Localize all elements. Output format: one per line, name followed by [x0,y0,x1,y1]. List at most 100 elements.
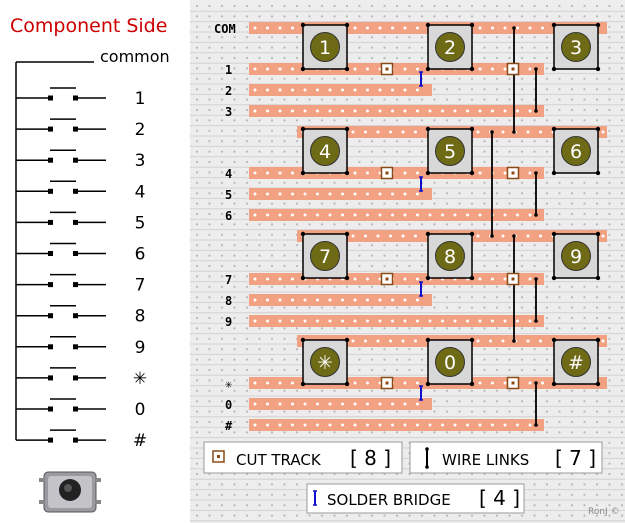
credit-text: RonJ © [588,507,620,517]
wire-link [512,26,516,134]
schematic-title: Component Side [10,15,167,37]
copper-strip [249,105,544,117]
key-label: 1 [319,37,331,59]
switch-label: 1 [135,89,146,109]
schematic-switch [16,180,106,194]
key-switch: 0 [425,337,475,387]
switch-label: 5 [135,213,146,233]
switch-label: 6 [135,245,146,265]
key-switch: 1 [300,22,350,72]
track-label: 2 [225,84,232,98]
wire-link [512,234,516,343]
component-side-schematic: Component Side common 1 2 3 4 5 6 7 8 9 ✳ 0 # [10,15,170,451]
cut-track-marker [380,272,394,286]
cut-track-marker [380,376,394,390]
schematic-switch [16,149,106,163]
cut-tracks [380,62,520,390]
schematic-switch [16,118,106,132]
key-label: ✳ [317,352,333,374]
key-label: 4 [319,141,331,163]
key-label: 5 [444,141,456,163]
switch-label: 8 [135,307,146,327]
schematic-switch [16,304,106,319]
key-label: 7 [319,246,331,268]
copper-strip [249,294,432,306]
copper-strip [249,188,432,200]
solder-bridge-icon [313,490,317,506]
cut-track-marker [506,272,520,286]
solder-bridge-label: SOLDER BRIDGE [327,491,451,509]
switch-label: 7 [135,276,146,296]
key-switch: 5 [425,126,475,176]
key-switch: 3 [551,22,601,72]
wire-link [490,130,494,238]
wire-link-icon [425,447,429,469]
copper-strip [249,209,544,221]
wire-link [534,67,538,113]
common-label: common [100,47,170,66]
schematic-switch [16,87,106,101]
legend-box-wire-links [409,441,603,474]
key-switch: 9 [551,231,601,281]
key-label: 2 [444,37,456,59]
key-label: 3 [570,37,582,59]
wire-link [534,381,538,427]
legend-box-cut-track [203,441,403,474]
solder-bridge [419,385,423,401]
schematic-switch [16,429,106,443]
schematic-switch [16,398,106,412]
key-label: 8 [444,246,456,268]
key-switch: 8 [425,231,475,281]
track-label: 7 [225,273,232,287]
track-label: # [225,419,233,433]
solder-bridges [419,71,423,401]
key-switch: ✳ [300,337,350,387]
schematic-switch [16,242,106,256]
track-label: 3 [225,105,232,119]
switch-label: # [133,431,147,451]
cut-track-marker [380,166,394,180]
cut-track-count: [ 8 ] [350,446,391,470]
solder-bridge [419,281,423,297]
switch-label: ✳ [133,369,147,389]
cut-track-marker [506,62,520,76]
track-label: 1 [225,63,232,77]
key-switch: 2 [425,22,475,72]
track-label: 6 [225,209,232,223]
solder-bridge [419,71,423,87]
wire-links-count: [ 7 ] [555,446,596,470]
switch-label: 3 [135,151,146,171]
switch-labels: 1 2 3 4 5 6 7 8 9 ✳ 0 # [133,89,147,451]
track-label: ✳ [225,377,232,391]
switch-label: 0 [135,400,146,420]
track-label: 8 [225,294,232,308]
switch-label: 9 [135,338,146,358]
cut-track-label: CUT TRACK [236,451,322,469]
switch-label: 2 [135,120,146,140]
schematic-switch [16,273,106,288]
copper-strip [249,84,432,96]
wire-link [534,171,538,217]
key-label: 6 [570,141,582,163]
track-label: 9 [225,315,232,329]
legend-box-solder-bridge [306,483,525,514]
key-switch: 4 [300,126,350,176]
tactile-switch-image [39,471,101,513]
schematic-switch [16,336,106,350]
schematic-switch [16,211,106,225]
wire-link [534,277,538,323]
copper-strip [249,315,544,327]
key-label: 9 [570,246,582,268]
track-label: 4 [225,167,232,181]
cut-track-marker [380,62,394,76]
key-switch: 6 [551,126,601,176]
wire-links-label: WIRE LINKS [442,451,529,469]
solder-bridge [419,176,423,192]
copper-strip [249,398,432,410]
switch-label: 4 [135,182,146,202]
legend: CUT TRACK [ 8 ] WIRE LINKS [ 7 ] SOLDER … [203,441,603,514]
